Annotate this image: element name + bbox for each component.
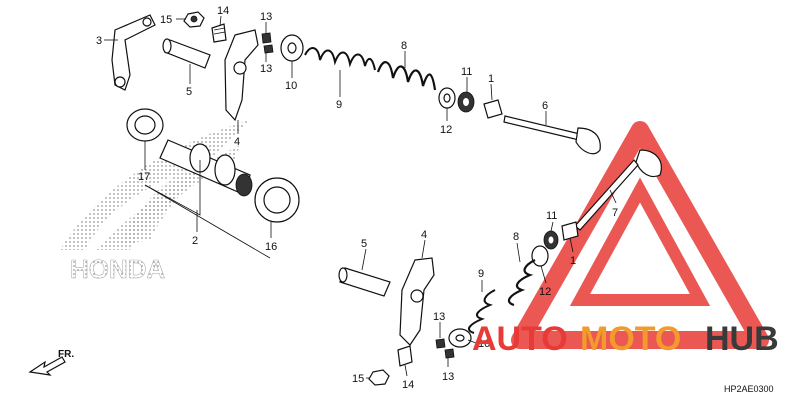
part-11-seal-upper — [457, 91, 475, 113]
part-1-guide-lower — [561, 221, 579, 241]
part-5-shaft-lower — [338, 267, 391, 297]
part-4-rocker-arm-lower — [399, 257, 435, 346]
part-4-rocker-arm-upper — [224, 29, 259, 122]
watermark-text-auto: AUTO — [472, 320, 568, 358]
watermark-text-moto: MOTO — [580, 320, 681, 358]
watermark-logo: AUTO MOTO HUB — [472, 320, 779, 358]
part-8-spring-outer-lower — [507, 259, 536, 307]
part-2-camshaft — [159, 139, 253, 197]
callout-14-lower: 14 — [402, 379, 414, 391]
callout-13-lower-a: 13 — [433, 311, 445, 323]
callout-1-upper: 1 — [488, 73, 494, 85]
callout-5-lower: 5 — [361, 238, 367, 250]
callout-11-lower: 11 — [546, 210, 557, 222]
callout-6: 6 — [542, 100, 548, 112]
front-label: FR. — [58, 349, 74, 360]
watermark-text-hub: HUB — [705, 320, 779, 358]
part-3-bracket — [111, 14, 156, 91]
part-15-nut — [183, 11, 205, 28]
callout-14-upper: 14 — [217, 5, 229, 17]
callout-13-lower-b: 13 — [442, 371, 454, 383]
part-15-nut-lower — [368, 369, 390, 386]
honda-logo-text: HONDA — [70, 254, 166, 284]
callout-2: 2 — [192, 235, 198, 247]
part-14-screw — [211, 23, 227, 43]
part-12-seat-upper — [438, 87, 456, 109]
callout-17: 17 — [138, 171, 150, 183]
part-7-valve — [574, 149, 662, 231]
part-12-seat-lower — [531, 245, 549, 267]
leader-lines — [104, 15, 617, 379]
callout-4-lower: 4 — [421, 229, 427, 241]
callout-3: 3 — [96, 35, 102, 47]
callout-5-upper: 5 — [186, 86, 192, 98]
callout-10-lower: 10 — [478, 338, 490, 350]
callout-12-upper: 12 — [440, 124, 452, 136]
part-6-valve — [503, 115, 601, 155]
callout-12-lower: 12 — [539, 286, 551, 298]
callouts: 3 15 14 13 13 5 4 10 9 8 11 12 1 6 17 2 … — [96, 5, 618, 391]
part-10-retainer-lower — [448, 328, 472, 348]
part-8-spring-outer-upper — [376, 61, 437, 91]
callout-13-upper-b: 13 — [260, 63, 272, 75]
part-9-spring-lower — [467, 289, 496, 334]
callout-7: 7 — [612, 207, 618, 219]
callout-9-lower: 9 — [478, 268, 484, 280]
diagram-code: HP2AE0300 — [724, 384, 774, 394]
callout-1-lower: 1 — [570, 255, 576, 267]
part-1-guide-upper — [483, 99, 503, 119]
honda-wing-logo: HONDA — [60, 120, 250, 284]
callout-11-upper: 11 — [461, 66, 472, 78]
part-9-spring-upper — [304, 47, 376, 71]
part-17-bearing — [126, 108, 164, 142]
callout-8-upper: 8 — [401, 40, 407, 52]
callout-9-upper: 9 — [336, 99, 342, 111]
callout-15-upper: 15 — [160, 14, 172, 26]
part-14-screw-lower — [397, 345, 413, 367]
callout-4-upper: 4 — [234, 136, 240, 148]
part-11-seal-lower — [543, 230, 559, 250]
part-13-cotter-upper — [261, 32, 274, 54]
part-13-cotter-lower — [435, 338, 455, 359]
callout-16: 16 — [265, 241, 277, 253]
part-10-retainer-upper — [280, 34, 304, 62]
callout-15-lower: 15 — [352, 373, 364, 385]
callout-10-upper: 10 — [285, 80, 297, 92]
part-16-bearing — [254, 177, 300, 223]
watermark-triangle — [511, 121, 769, 349]
callout-13-upper-a: 13 — [260, 11, 272, 23]
part-5-shaft — [162, 38, 211, 69]
front-arrow: FR. — [28, 349, 74, 376]
callout-8-lower: 8 — [513, 231, 519, 243]
